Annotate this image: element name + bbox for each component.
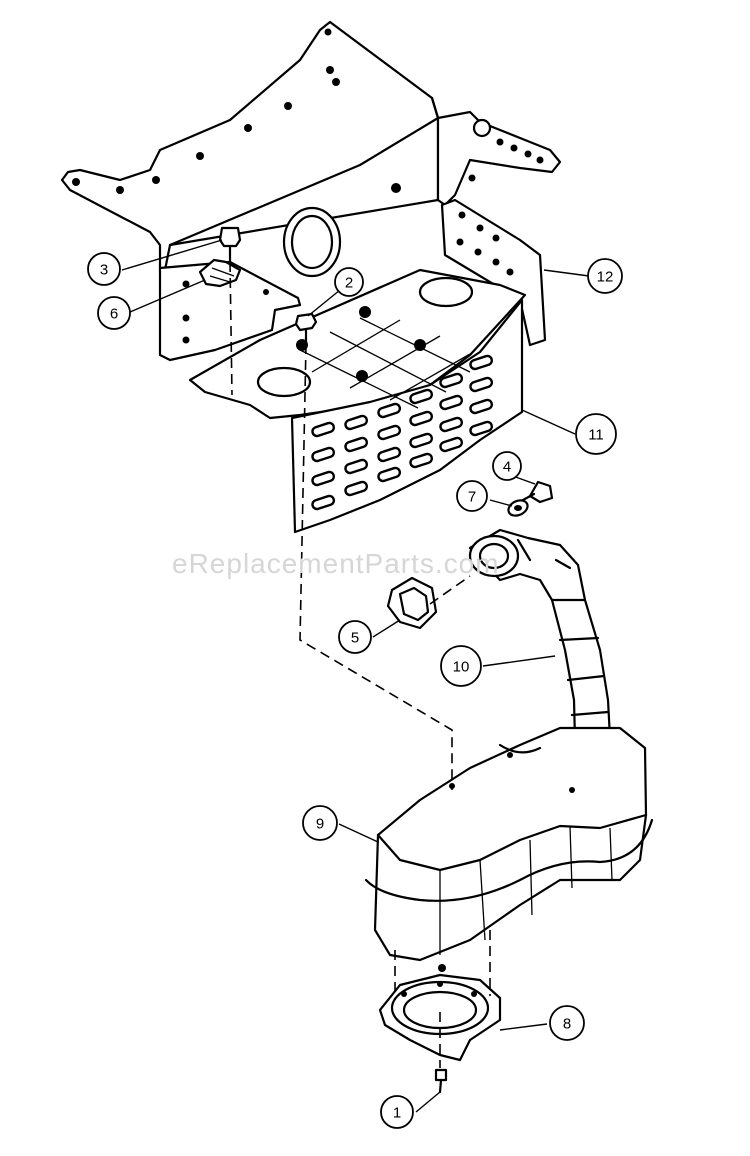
callout-12: 12: [587, 258, 623, 294]
mounting-bracket: [60, 20, 562, 278]
svg-text:12: 12: [597, 269, 614, 286]
heat-shield-grid: [296, 306, 471, 409]
callout-3: 3: [87, 252, 121, 286]
heat-shield-slots: [311, 354, 494, 511]
svg-text:8: 8: [563, 1016, 571, 1033]
bolt-3: [218, 226, 242, 264]
callout-6: 6: [97, 296, 131, 330]
assembly-lines: [229, 261, 491, 1068]
callout-11: 11: [575, 413, 617, 455]
muffler: [364, 726, 654, 972]
gasket-5: [386, 576, 438, 630]
callout-5: 5: [338, 620, 372, 654]
bracket-holes: [72, 28, 544, 194]
svg-text:2: 2: [345, 275, 353, 292]
callout-7: 7: [456, 480, 488, 512]
heat-shield: [188, 268, 527, 534]
svg-text:7: 7: [468, 489, 476, 506]
right-side-bracket: [440, 198, 547, 347]
callout-10: 10: [440, 645, 482, 687]
callout-1: 1: [380, 1095, 414, 1129]
svg-text:1: 1: [393, 1105, 401, 1122]
svg-text:10: 10: [453, 659, 470, 676]
callout-2: 2: [334, 267, 364, 297]
screw-1: [434, 1068, 448, 1094]
callout-4: 4: [492, 451, 522, 481]
svg-text:4: 4: [503, 459, 511, 476]
callout-leaders: [121, 239, 590, 1113]
svg-text:9: 9: [316, 816, 324, 833]
watermark: eReplacementParts.com: [172, 548, 500, 579]
svg-text:6: 6: [110, 306, 118, 323]
svg-text:3: 3: [100, 262, 108, 279]
washer-7: [507, 499, 529, 517]
callout-8: 8: [549, 1005, 585, 1041]
bolt-2: [294, 312, 318, 346]
svg-text:11: 11: [588, 427, 604, 444]
svg-text:5: 5: [351, 630, 359, 647]
callout-9: 9: [302, 805, 338, 841]
